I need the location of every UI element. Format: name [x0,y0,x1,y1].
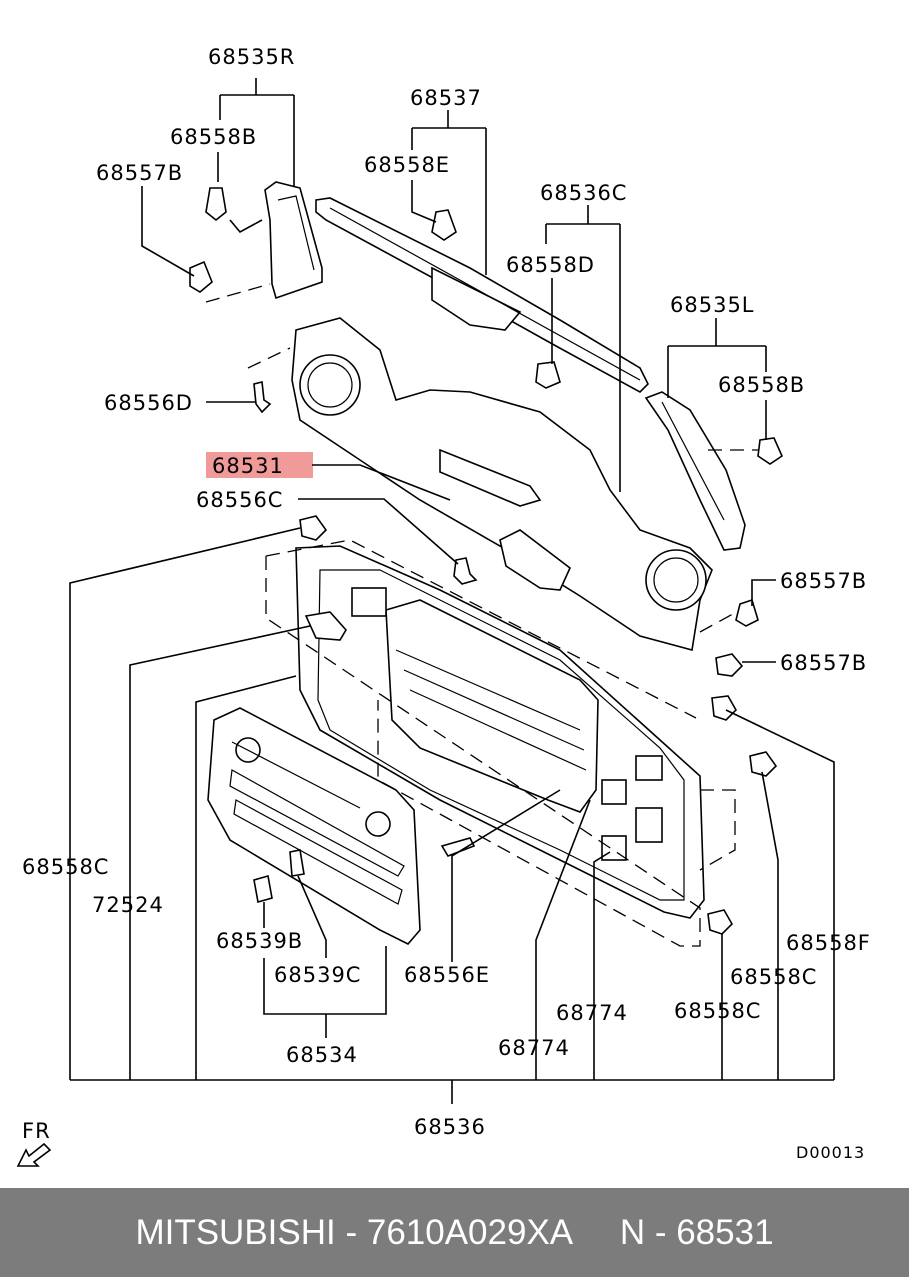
highlight-68531 [206,452,313,478]
label-68557B-top: 68557B [96,161,183,185]
label-68539C: 68539C [274,963,361,987]
pillar-trim-68535L[interactable] [644,391,746,551]
label-68556D: 68556D [104,391,193,415]
front-direction-arrow-icon [16,1142,52,1167]
label-68536: 68536 [414,1115,486,1139]
direction-label: FR [22,1119,51,1143]
label-68535R: 68535R [208,45,295,69]
footer-bar: MITSUBISHI - 7610A029XA N - 68531 [0,1188,909,1277]
pillar-trim-68535R[interactable] [264,181,323,300]
upper-trim-68537[interactable] [315,197,649,393]
label-68537: 68537 [410,86,482,110]
label-68534: 68534 [286,1043,358,1067]
door-panel-68536[interactable] [295,545,705,919]
parts-diagram: 68535R 68537 68558B 68558E 68557B 68536C… [16,45,871,1167]
label-68558F: 68558F [786,931,871,955]
lid-panel-68534[interactable] [207,707,421,945]
label-68536C: 68536C [540,181,627,205]
label-68558C-left: 68558C [22,855,109,879]
label-68558C-right-lower: 68558C [674,999,761,1023]
fasteners [189,187,784,935]
label-72524: 72524 [92,893,164,917]
label-68535L: 68535L [670,293,755,317]
assembly-guide-lines [205,283,760,947]
label-68531: 68531 [212,454,284,478]
label-68539B: 68539B [216,929,303,953]
label-68557B-right-lower: 68557B [780,651,867,675]
label-68558E: 68558E [364,153,450,177]
diagram-code: D00013 [796,1143,865,1162]
label-68556E: 68556E [404,963,490,987]
label-68558C-right-upper: 68558C [730,965,817,989]
label-68556C: 68556C [196,488,283,512]
label-68774-lower: 68774 [498,1036,570,1060]
main-panel-68531[interactable] [291,317,713,652]
leader-lines [69,78,835,1104]
label-68558D: 68558D [506,253,595,277]
label-68558B-top: 68558B [170,125,257,149]
label-68558B-right: 68558B [718,373,805,397]
footer-part-info: MITSUBISHI - 7610A029XA N - 68531 [135,1212,774,1252]
label-68557B-right-upper: 68557B [780,569,867,593]
label-68774-upper: 68774 [556,1001,628,1025]
